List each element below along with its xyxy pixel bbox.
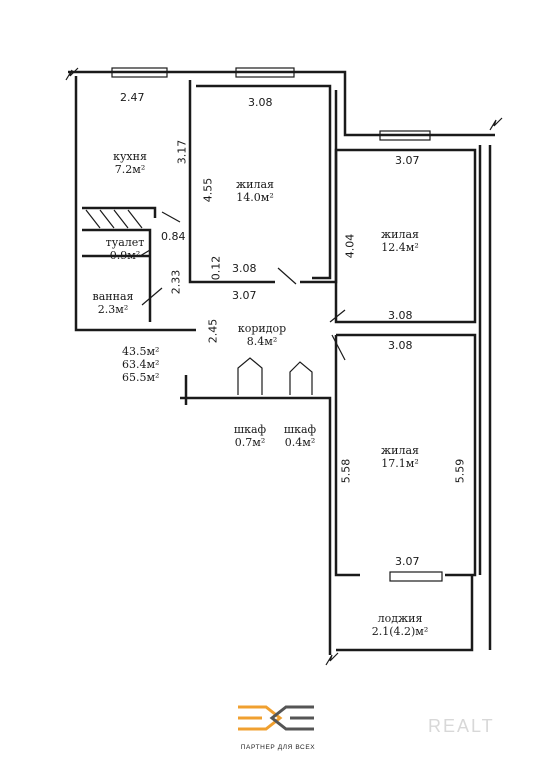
door-toilet	[139, 249, 151, 257]
room-living2-name: жилая	[381, 228, 419, 241]
wall-toilet	[82, 228, 152, 322]
dim-living3-width-bottom: 3.07	[395, 555, 420, 568]
kitchen-hatch	[85, 209, 143, 229]
door-living1	[277, 267, 297, 285]
room-corridor: коридор 8.4м²	[232, 322, 292, 348]
room-closet1-area: 0.7м²	[234, 436, 266, 449]
dim-bathroom: 2.33	[169, 269, 183, 295]
wall-living3-left	[334, 335, 360, 577]
room-closet2-area: 0.4м²	[284, 436, 316, 449]
room-corridor-area: 8.4м²	[246, 335, 278, 348]
break-mark-nw	[65, 67, 79, 81]
room-kitchen-area: 7.2м²	[114, 163, 146, 176]
dim-living3-depth-right: 5.59	[453, 458, 467, 484]
realt-watermark: REALT	[428, 716, 495, 736]
room-closet1-name: шкаф	[233, 423, 267, 436]
partner-tagline: ПАРТНЕР ДЛЯ ВСЕХ	[240, 744, 316, 751]
dim-kitchen-width: 2.47	[120, 91, 145, 104]
wall-living1-inner	[196, 84, 332, 280]
room-living1: жилая 14.0м²	[225, 178, 285, 204]
room-living3: жилая 17.1м²	[370, 444, 430, 470]
dim-living1-width-bottom: 3.08	[232, 262, 257, 275]
wall-living2-left	[334, 148, 477, 324]
wall-kitchen-living1	[188, 80, 275, 284]
area-with-loggia: 65.5м²	[122, 371, 160, 384]
dim-corridor-top: 3.07	[232, 289, 257, 302]
door-kitchen	[161, 211, 181, 223]
door-bath	[141, 287, 163, 306]
break-mark-sw	[325, 652, 339, 666]
window-living3	[389, 571, 443, 582]
dim-kitchen-depth: 3.17	[175, 139, 189, 165]
room-closet1: шкаф 0.7м²	[230, 423, 270, 449]
room-toilet: туалет 0.9м²	[100, 236, 150, 262]
room-living1-area: 14.0м²	[236, 191, 274, 204]
outer-wall-south-loggia	[336, 575, 474, 652]
dim-living1-depth: 4.55	[201, 177, 215, 203]
room-closet2: шкаф 0.4м²	[280, 423, 320, 449]
outer-wall-south-left	[180, 396, 332, 655]
room-bathroom-name: ванная	[92, 290, 134, 303]
closet-doors	[237, 357, 313, 395]
window-kitchen	[111, 67, 168, 78]
room-toilet-name: туалет	[105, 236, 145, 249]
dim-living2-width-bottom: 3.08	[388, 309, 413, 322]
area-total: 63.4м²	[122, 358, 160, 371]
room-kitchen-name: кухня	[113, 150, 147, 163]
dim-wall-012: 0.12	[209, 255, 223, 281]
outer-wall-north-1	[68, 70, 495, 137]
partner-logo	[238, 705, 314, 731]
room-living1-name: жилая	[236, 178, 274, 191]
room-bathroom: ванная 2.3м²	[88, 290, 138, 316]
room-corridor-name: коридор	[237, 322, 287, 335]
room-closet2-name: шкаф	[283, 423, 317, 436]
dim-living1-width-top: 3.08	[248, 96, 273, 109]
room-kitchen: кухня 7.2м²	[100, 150, 160, 176]
break-mark-ne	[489, 117, 503, 131]
area-living: 43.5м²	[122, 345, 160, 358]
room-loggia-name: лоджия	[377, 612, 423, 625]
dim-living3-width-top: 3.08	[388, 339, 413, 352]
room-living3-name: жилая	[381, 444, 419, 457]
room-loggia: лоджия 2.1(4.2)м²	[360, 612, 440, 638]
dim-living2-width-top: 3.07	[395, 154, 420, 167]
dim-living3-depth-left: 5.58	[339, 458, 353, 484]
outer-wall-west	[74, 76, 196, 332]
window-living2	[379, 130, 431, 141]
room-toilet-area: 0.9м²	[109, 249, 141, 262]
area-totals: 43.5м² 63.4м² 65.5м²	[122, 345, 159, 384]
window-living1	[235, 67, 295, 78]
dim-toilet: 0.84	[161, 230, 186, 243]
room-bathroom-area: 2.3м²	[97, 303, 129, 316]
room-living2-area: 12.4м²	[381, 241, 419, 254]
dim-living2-depth: 4.04	[343, 233, 357, 259]
door-living3	[331, 334, 346, 361]
wall-living3	[336, 333, 477, 577]
wall-kitchen-bottom	[82, 206, 157, 218]
room-loggia-area: 2.1(4.2)м²	[371, 625, 429, 638]
room-living3-area: 17.1м²	[381, 457, 419, 470]
door-living2	[329, 309, 346, 323]
room-living2: жилая 12.4м²	[370, 228, 430, 254]
dim-corridor: 2.45	[206, 318, 220, 344]
